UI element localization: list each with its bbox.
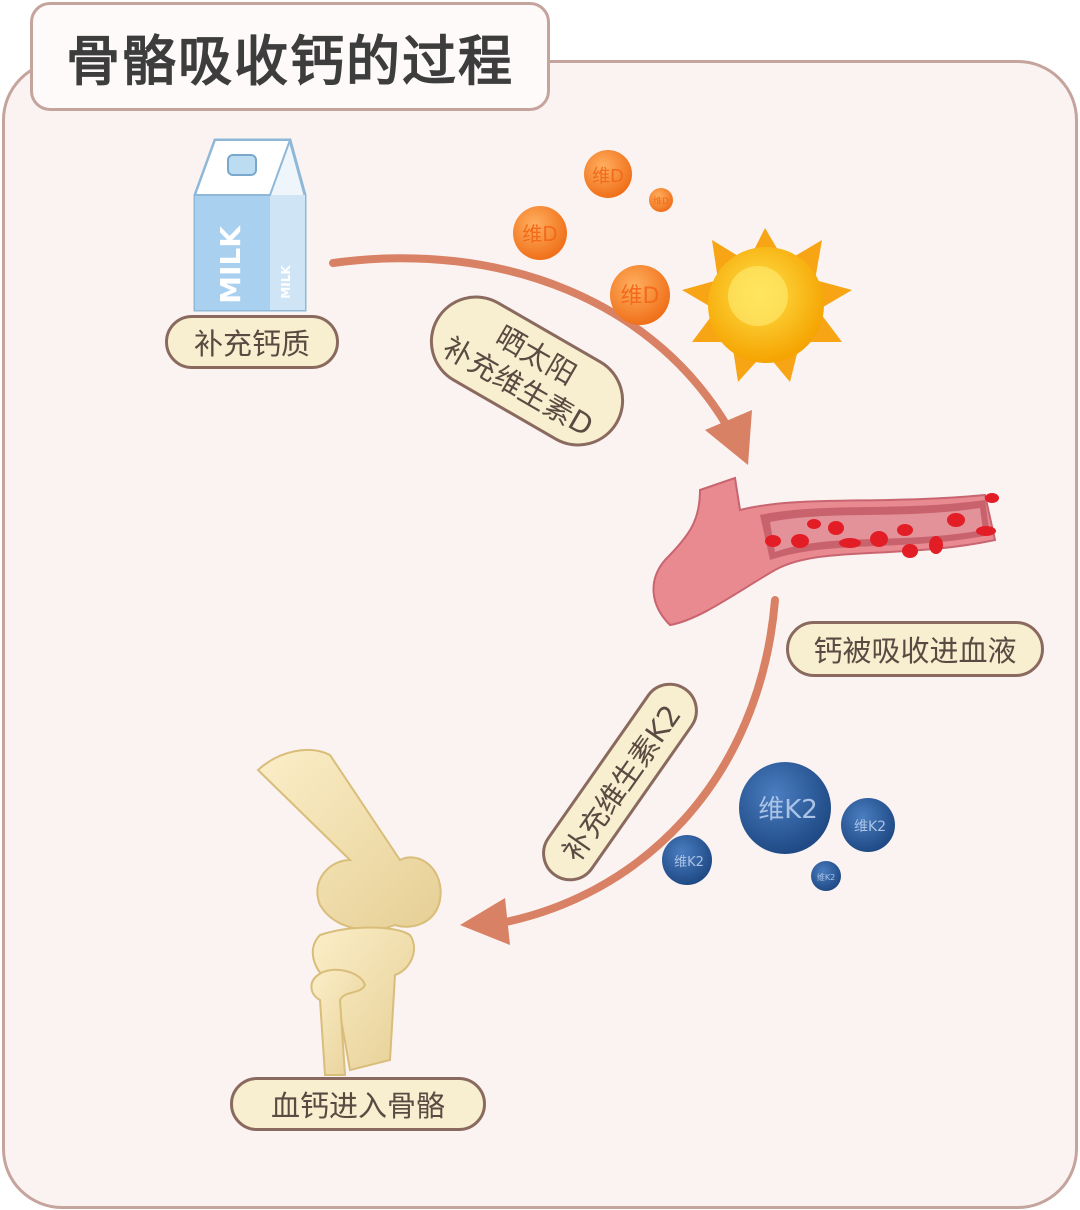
svg-text:维K2: 维K2 bbox=[674, 855, 704, 870]
svg-text:维K2: 维K2 bbox=[758, 795, 818, 825]
sun-icon bbox=[682, 228, 852, 382]
step-calcium-text: 补充钙质 bbox=[193, 327, 310, 361]
svg-text:MILK: MILK bbox=[214, 225, 247, 304]
vitamin-k2-ball-icon: 维K2 bbox=[739, 762, 831, 854]
blood-vessel-icon bbox=[652, 476, 999, 627]
step-bone-label: 血钙进入骨骼 bbox=[230, 1077, 486, 1131]
svg-text:MILK: MILK bbox=[279, 265, 293, 299]
knee-bone-icon bbox=[256, 749, 442, 1076]
vitamin-k2-ball-icon: 维K2 bbox=[811, 861, 841, 891]
arrow-to-blood-head bbox=[705, 410, 752, 465]
step-calcium-label: 补充钙质 bbox=[165, 315, 339, 369]
title-box: 骨骼吸收钙的过程 bbox=[30, 2, 550, 111]
svg-text:维D: 维D bbox=[653, 195, 669, 207]
vitamin-d-ball-icon: 维D bbox=[513, 206, 567, 260]
arrow-to-blood bbox=[329, 254, 739, 444]
svg-text:维D: 维D bbox=[621, 284, 660, 309]
arrow-to-bone-head bbox=[460, 898, 510, 945]
milk-carton-icon: MILK MILK bbox=[193, 138, 307, 312]
svg-text:维D: 维D bbox=[592, 166, 624, 187]
arrow-to-bone bbox=[486, 596, 779, 929]
svg-text:维K2: 维K2 bbox=[817, 872, 835, 882]
svg-text:维D: 维D bbox=[522, 222, 557, 246]
vitamin-k2-ball-icon: 维K2 bbox=[662, 835, 712, 885]
vitamin-d-ball-icon: 维D bbox=[649, 188, 673, 212]
step-blood-label: 钙被吸收进血液 bbox=[786, 621, 1044, 677]
svg-text:维K2: 维K2 bbox=[854, 819, 886, 835]
step-bone-text: 血钙进入骨骼 bbox=[270, 1089, 445, 1123]
vitamin-k2-ball-icon: 维K2 bbox=[841, 798, 895, 852]
vitamin-d-ball-icon: 维D bbox=[584, 150, 632, 198]
page-title: 骨骼吸收钙的过程 bbox=[66, 30, 514, 93]
step-blood-text: 钙被吸收进血液 bbox=[813, 634, 1017, 668]
vitamin-d-ball-icon: 维D bbox=[610, 265, 670, 325]
